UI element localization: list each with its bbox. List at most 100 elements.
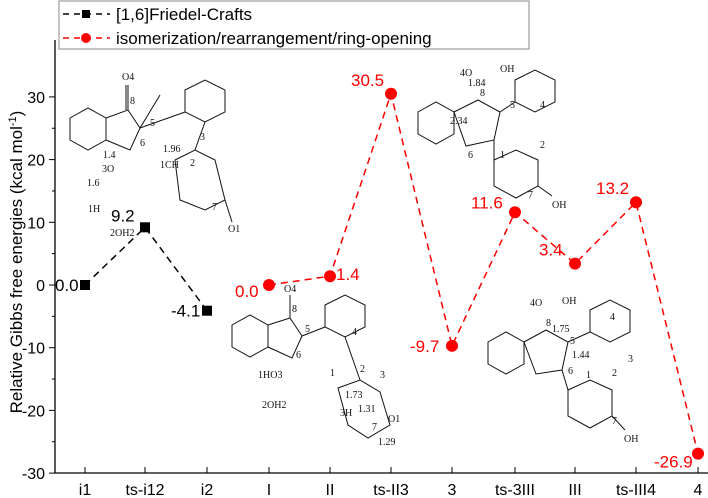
data-label-i2: -4.1 [171, 302, 200, 321]
svg-text:4: 4 [610, 312, 615, 323]
svg-text:2OH2: 2OH2 [262, 400, 286, 411]
svg-text:7: 7 [528, 190, 533, 201]
x-tick-label: 3 [448, 482, 457, 498]
x-tick-label: III [568, 482, 581, 498]
legend-label-friedel-crafts: [1,6]Friedel-Crafts [116, 5, 252, 24]
x-tick-label: I [267, 482, 271, 498]
data-label-ts-3III: 11.6 [471, 193, 503, 212]
x-tick-label: i2 [201, 482, 214, 498]
svg-text:5: 5 [570, 336, 575, 347]
structure-ts-III4: 4O OH 1.75 1.44 8 5 4 6 1 2 3 7 OH [487, 296, 638, 445]
svg-text:8: 8 [480, 88, 485, 99]
data-point-ts-3III [509, 206, 521, 219]
y-tick-label: -30 [22, 466, 45, 483]
y-tick-label: 10 [27, 215, 45, 232]
series-line-0 [84, 226, 208, 312]
svg-text:5: 5 [510, 100, 515, 111]
svg-text:1: 1 [500, 150, 505, 161]
svg-text:2: 2 [360, 364, 365, 375]
svg-text:OH: OH [500, 64, 514, 75]
data-point-III [569, 257, 581, 270]
data-label-II: 1.4 [336, 265, 360, 284]
svg-text:O4: O4 [284, 284, 296, 295]
svg-text:3: 3 [200, 132, 205, 143]
svg-text:O1: O1 [228, 224, 240, 235]
data-point-I [263, 279, 275, 291]
legend-marker-square [82, 10, 90, 18]
x-tick-label: ts-III4 [616, 482, 656, 498]
svg-text:1.96: 1.96 [163, 144, 181, 155]
svg-text:1H: 1H [88, 204, 100, 215]
svg-text:6: 6 [468, 150, 473, 161]
structure-ts-3III: 4O OH 1.84 8 2.34 5 4 6 1 2 7 OH [417, 64, 566, 211]
svg-text:3O: 3O [102, 164, 114, 175]
data-point-3 [446, 339, 458, 352]
svg-text:6: 6 [568, 366, 573, 377]
svg-text:6: 6 [296, 350, 301, 361]
x-tick-label: i1 [79, 482, 92, 498]
svg-text:3: 3 [380, 370, 385, 381]
data-label-4: -26.9 [654, 453, 693, 472]
svg-text:1.4: 1.4 [103, 150, 116, 161]
data-point-ts-II3 [385, 87, 397, 100]
svg-text:1HO3: 1HO3 [258, 370, 282, 381]
svg-text:1CH: 1CH [160, 160, 179, 171]
svg-text:O1: O1 [388, 414, 400, 425]
data-point-II [324, 270, 336, 283]
svg-text:2: 2 [190, 158, 195, 169]
data-point-i2 [202, 305, 212, 316]
svg-text:8: 8 [130, 96, 135, 107]
x-tick-label: 4 [694, 482, 703, 498]
y-tick-label: 30 [27, 90, 45, 107]
svg-text:2.34: 2.34 [450, 116, 468, 127]
svg-text:8: 8 [292, 304, 297, 315]
legend-marker-circle [81, 33, 91, 43]
svg-text:1.6: 1.6 [87, 178, 100, 189]
svg-text:OH: OH [624, 434, 638, 445]
data-label-ts-II3: 30.5 [351, 71, 384, 90]
svg-text:4O: 4O [460, 68, 472, 79]
structure-ts-II3: O4 8 5 4 6 1 2 3 1HO3 2OH2 1.73 1.31 3H … [231, 284, 400, 448]
svg-text:2OH2: 2OH2 [110, 228, 134, 239]
data-label-ts-i12: 9.2 [111, 206, 135, 225]
data-point-i1 [80, 280, 90, 290]
svg-text:1.73: 1.73 [345, 390, 363, 401]
data-point-ts-III4 [630, 196, 642, 209]
svg-text:8: 8 [546, 318, 551, 329]
data-label-III: 3.4 [539, 241, 563, 260]
svg-text:5: 5 [305, 324, 310, 335]
x-tick-label: II [326, 482, 335, 498]
data-point-ts-i12 [140, 222, 150, 233]
x-tick-label: ts-II3 [373, 482, 409, 498]
svg-text:6: 6 [140, 138, 145, 149]
y-axis-label: Relative Gibbs free energies (kcal mol-1… [7, 111, 26, 414]
y-tick-label: -20 [22, 403, 45, 420]
x-tick-label: ts-i12 [125, 482, 164, 498]
svg-text:4O: 4O [530, 298, 542, 309]
y-tick-label: 20 [27, 153, 45, 170]
y-tick-label: -10 [22, 341, 45, 358]
svg-text:OH: OH [552, 200, 566, 211]
legend-label-isomerization: isomerization/rearrangement/ring-opening [116, 29, 432, 48]
x-tick-label: ts-3III [495, 482, 535, 498]
svg-text:7: 7 [212, 202, 217, 213]
svg-text:1: 1 [330, 368, 335, 379]
svg-text:1.29: 1.29 [378, 437, 396, 448]
svg-text:5: 5 [150, 118, 155, 129]
svg-text:OH: OH [562, 296, 576, 307]
svg-text:7: 7 [612, 416, 617, 427]
svg-text:3: 3 [628, 354, 633, 365]
svg-text:4: 4 [352, 327, 357, 338]
svg-text:1.84: 1.84 [468, 78, 486, 89]
data-label-I: 0.0 [235, 282, 259, 301]
svg-text:7: 7 [372, 422, 377, 433]
svg-text:2: 2 [612, 368, 617, 379]
svg-text:1.44: 1.44 [572, 350, 590, 361]
svg-text:1.31: 1.31 [358, 404, 376, 415]
series-layer: 0.09.2-4.10.01.430.5-9.711.63.413.2-26.9 [55, 71, 704, 472]
svg-text:3H: 3H [340, 408, 352, 419]
svg-text:1: 1 [586, 370, 591, 381]
